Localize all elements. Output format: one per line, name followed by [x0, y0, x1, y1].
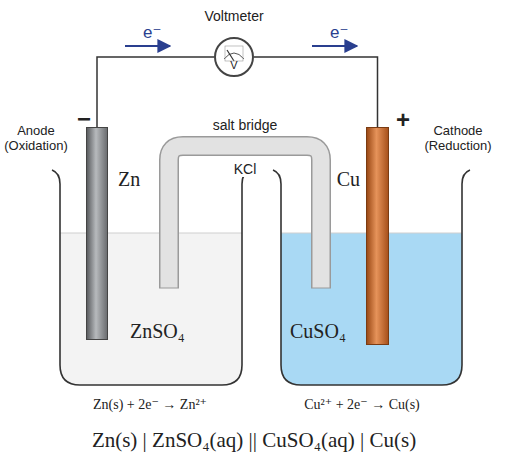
copper-electrode: Cu — [366, 127, 389, 345]
half-reaction: Cu²⁺ + 2e⁻ → Cu(s) — [304, 396, 420, 413]
salt-bridge-label: salt bridge — [213, 117, 278, 133]
voltmeter: VoltmeterV — [214, 37, 254, 77]
half-reaction: Zn(s) + 2e⁻ → Zn²⁺ — [93, 396, 207, 413]
beaker: ZnSO₄ Zn — [52, 170, 250, 385]
wire — [254, 57, 378, 127]
electron-arrow — [125, 45, 170, 47]
electrode-label: Zn — [118, 168, 140, 191]
polarity-sign: + — [396, 106, 410, 134]
electrode-label: Cu — [337, 168, 360, 191]
solution-label: ZnSO₄ — [130, 320, 185, 343]
zinc-electrode: Zn — [86, 127, 108, 340]
electron-label: e⁻ — [143, 22, 161, 43]
beaker: CuSO₄ Cu — [273, 170, 470, 385]
electrolyte-label: KCl — [231, 161, 260, 177]
electron-arrow — [312, 45, 357, 47]
shape-outline — [155, 118, 335, 288]
unit-symbol: V — [230, 59, 237, 71]
electrode-role: Cathode (Reduction) — [410, 124, 506, 154]
solution-label: CuSO₄ — [290, 320, 346, 343]
title-label: Voltmeter — [204, 8, 263, 24]
wire — [97, 57, 214, 127]
electron-label: e⁻ — [330, 22, 348, 43]
salt-bridge: salt bridgeKCl — [155, 118, 335, 288]
electrode-role: Anode (Oxidation) — [0, 124, 72, 154]
polarity-sign: − — [77, 105, 91, 133]
cell-notation: Zn(s) | ZnSO₄(aq) || CuSO₄(aq) | Cu(s) — [92, 428, 416, 453]
shape-outline — [52, 170, 250, 385]
